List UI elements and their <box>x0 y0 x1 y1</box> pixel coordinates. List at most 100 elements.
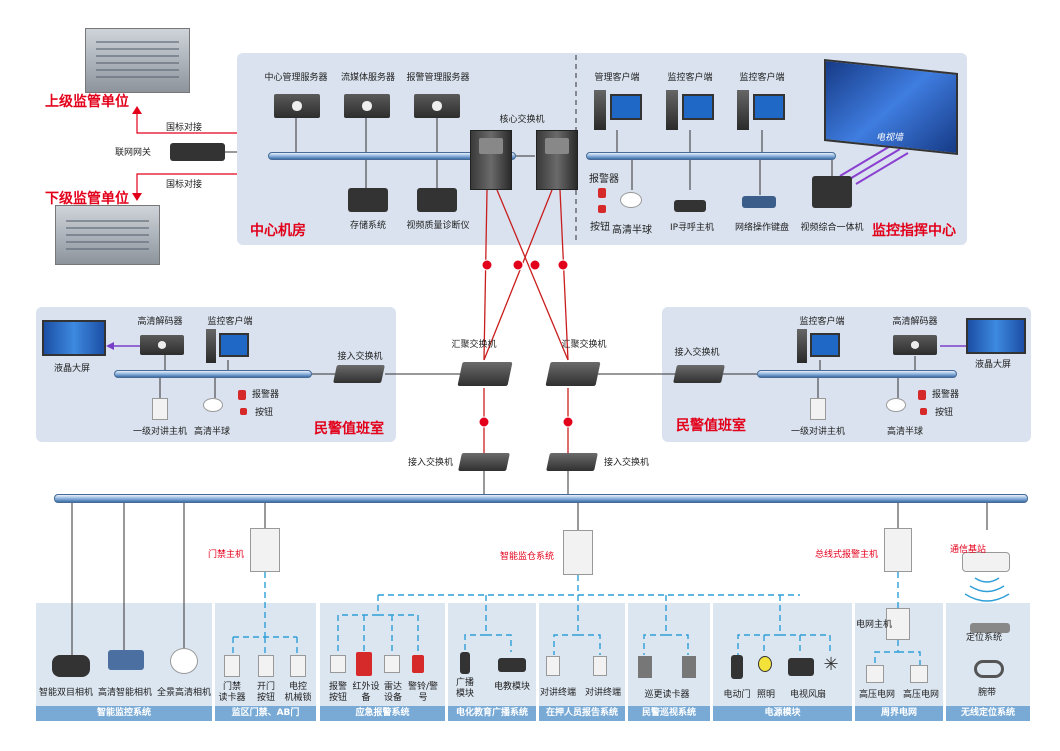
duty-right-dome <box>886 398 906 412</box>
warehouse-system-label: 智能监仓系统 <box>500 552 555 562</box>
warehouse-system-device <box>563 530 593 575</box>
duty-left-client-label: 监控客户端 <box>207 317 253 327</box>
duty-left-client-tower <box>206 329 216 363</box>
fan-icon: ✳ <box>823 654 839 675</box>
positioning-label: 定位系统 <box>966 633 1003 643</box>
streaming-server <box>344 94 390 118</box>
footer-bg-6 <box>628 603 710 706</box>
hd-smart-camera-icon <box>108 650 144 670</box>
category-power-module: 电源模块 <box>713 706 852 721</box>
device-patrol-label: 巡更读卡器 <box>644 690 690 700</box>
link-lower-unit <box>136 173 237 195</box>
diag-label: 视频质量诊断仪 <box>406 221 470 231</box>
duty-left-lcd <box>42 320 106 356</box>
bottom-access-right-label: 接入交换机 <box>604 458 650 468</box>
device-pw3-label: 电视风扇 <box>789 690 827 700</box>
bus-alarm-host-device <box>884 528 912 572</box>
lower-unit-building <box>55 205 160 265</box>
tv-wall-label: 电视墙 <box>876 133 904 143</box>
cc-dome-camera <box>620 192 642 208</box>
category-inmate-report: 在押人员报告系统 <box>539 706 625 721</box>
monitor-client2-monitor <box>753 94 785 120</box>
duty-left-access-label: 接入交换机 <box>337 352 383 362</box>
category-wireless-positioning: 无线定位系统 <box>946 706 1030 721</box>
command-center-bus <box>586 152 836 160</box>
talk-terminal2-icon <box>593 656 607 676</box>
alarm-management-server <box>414 94 460 118</box>
footer-bg-9 <box>946 603 1030 706</box>
duty-left-decoder-label: 高清解码器 <box>137 317 183 327</box>
wristband-icon <box>974 660 1004 678</box>
duty-right-access-switch <box>673 365 725 383</box>
cc-alarm-label: 报警器 <box>589 174 619 185</box>
duty-left-alarm <box>238 390 246 400</box>
server1-label: 中心管理服务器 <box>264 73 328 83</box>
card-reader-icon <box>224 655 240 677</box>
cc-dome-label: 高清半球 <box>612 225 652 236</box>
device-em3-label: 雷达 设备 <box>383 682 403 703</box>
duty-right-alarm <box>918 390 926 400</box>
agg-right-label: 汇聚交换机 <box>561 340 607 350</box>
duty-left-client-monitor <box>219 333 249 357</box>
duty-right-client-monitor <box>810 333 840 357</box>
duty-right-alarm-label: 报警器 <box>932 390 960 400</box>
duty-right-title: 民警值班室 <box>676 418 746 434</box>
duty-left-bus <box>114 370 312 378</box>
device-em4-label: 警铃/警 号 <box>407 682 439 703</box>
duty-right-intercom <box>810 398 826 420</box>
duty-right-intercom-label: 一级对讲主机 <box>790 427 846 437</box>
category-access-control: 监区门禁、AB门 <box>215 706 316 721</box>
duty-right-bus <box>757 370 957 378</box>
device-bc2-label: 电教模块 <box>493 682 531 692</box>
core-switch-left <box>470 130 512 190</box>
duty-right-decoder <box>893 335 937 355</box>
device-hv2-label: 高压电网 <box>902 690 940 700</box>
duty-left-lcd-label: 液晶大屏 <box>53 364 91 374</box>
duty-left-decoder <box>140 335 184 355</box>
electric-door-icon <box>731 655 743 679</box>
device-tk2-label: 对讲终端 <box>584 688 622 698</box>
link-upper-unit <box>136 112 237 134</box>
footer-bg-7 <box>713 603 852 706</box>
door-host-label: 门禁主机 <box>208 550 245 560</box>
patrol-reader1-icon <box>638 656 652 678</box>
footer-bg-3 <box>320 603 445 706</box>
device-door1-label: 门禁 读卡器 <box>218 682 246 703</box>
bottom-access-left-label: 接入交换机 <box>408 458 454 468</box>
footer-bg-2 <box>215 603 316 706</box>
device-em2-label: 红外设 备 <box>352 682 380 703</box>
bus-alarm-host-label: 总线式报警主机 <box>815 550 879 560</box>
duty-left-alarm-label: 报警器 <box>252 390 280 400</box>
ip-host-label: IP寻呼主机 <box>669 223 715 233</box>
talk-terminal1-icon <box>546 656 560 676</box>
duty-left-dome <box>203 398 223 412</box>
duty-right-button-label: 按钮 <box>935 408 954 418</box>
monitor-client2-tower <box>737 90 749 130</box>
hv-grid2-icon <box>910 665 928 683</box>
device-bc1-label: 广播 模块 <box>455 678 475 699</box>
power-grid-host-device <box>886 608 910 640</box>
main-bus <box>54 494 1028 503</box>
door-host-device <box>250 528 280 572</box>
agg-left-label: 汇聚交换机 <box>451 340 497 350</box>
positioning-antenna-icon <box>970 623 1010 633</box>
storage-label: 存储系统 <box>349 221 387 231</box>
patrol-reader2-icon <box>682 656 696 678</box>
server3-label: 报警管理服务器 <box>406 73 470 83</box>
device-hv1-label: 高压电网 <box>858 690 896 700</box>
network-keyboard <box>742 196 776 208</box>
cc-button-label: 按钮 <box>590 222 610 233</box>
arrow-upper-unit <box>132 106 142 114</box>
open-button-icon <box>258 655 274 677</box>
center-room-title: 中心机房 <box>250 223 306 239</box>
duty-right-dome-label: 高清半球 <box>886 427 924 437</box>
client1-label: 管理客户端 <box>594 73 640 83</box>
power-grid-host-label: 电网主机 <box>856 620 893 630</box>
core-switch-label: 核心交换机 <box>499 115 545 125</box>
management-client-tower <box>594 90 606 130</box>
category-smart-monitoring: 智能监控系统 <box>36 706 212 721</box>
keyboard-label: 网络操作键盘 <box>734 223 790 233</box>
panoramic-camera-icon <box>170 648 198 674</box>
device-tk1-label: 对讲终端 <box>539 688 577 698</box>
client3-label: 监控客户端 <box>739 73 785 83</box>
